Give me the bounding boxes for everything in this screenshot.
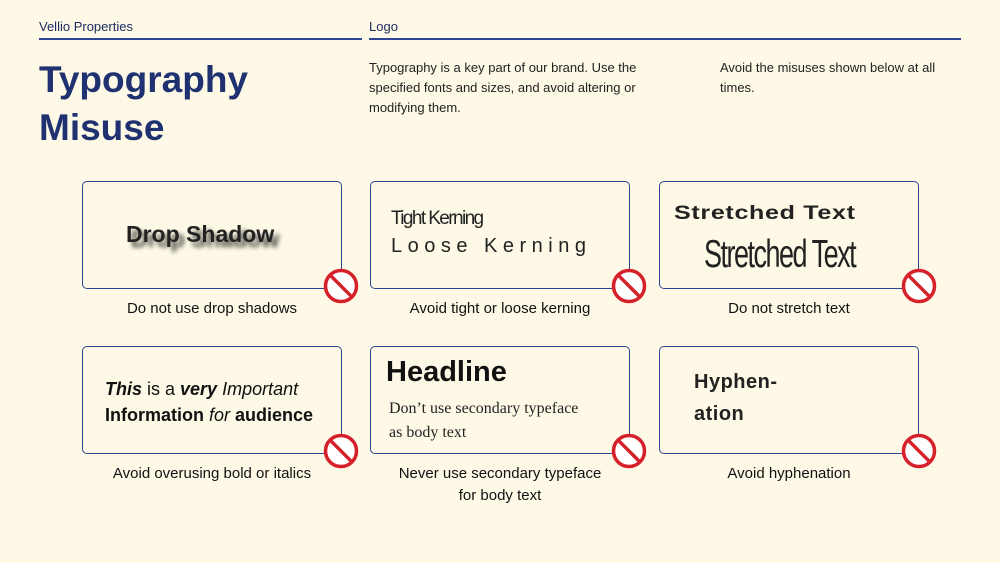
- section-label: Logo: [369, 19, 398, 34]
- word-information: Information: [105, 405, 204, 425]
- prohibited-icon: [901, 268, 937, 304]
- loose-kerning-sample: Loose Kerning: [391, 235, 592, 257]
- word-is-a: is a: [142, 379, 181, 399]
- headline-sample: Headline: [386, 356, 507, 388]
- caption-drop-shadow: Do not use drop shadows: [126, 300, 298, 317]
- section-rule: [369, 38, 961, 40]
- serif-body-line2: as body text: [389, 424, 467, 441]
- drop-shadow-sample: Drop Shadow: [126, 221, 275, 247]
- caption-stretch: Do not stretch text: [728, 300, 850, 317]
- word-this: This: [105, 379, 143, 399]
- intro-right-line1: Avoid the misuses shown below at all: [720, 60, 936, 75]
- caption-kerning: Avoid tight or loose kerning: [409, 300, 591, 317]
- prohibited-icon: [611, 433, 647, 469]
- page-title-line1: Typography: [39, 59, 248, 100]
- card-secondary-typeface: Headline Don’t use secondary typeface as…: [370, 346, 630, 454]
- intro-left-line3: modifying them.: [369, 100, 461, 115]
- prohibited-icon: [323, 268, 359, 304]
- caption-bold-italic: Avoid overusing bold or italics: [112, 465, 312, 482]
- card-hyphenation: Hyphen- ation: [659, 346, 919, 454]
- hyphenation-line1: Hyphen-: [694, 371, 778, 393]
- caption-secondary-typeface: Never use secondary typeface for body te…: [370, 463, 630, 507]
- word-for: for: [204, 405, 236, 425]
- intro-left-line2: specified fonts and sizes, and avoid alt…: [369, 80, 636, 95]
- word-audience: audience: [235, 405, 314, 425]
- intro-left-line1: Typography is a key part of our brand. U…: [369, 60, 637, 75]
- brand-rule: [39, 38, 362, 40]
- prohibited-icon: [323, 433, 359, 469]
- card-stretch: Stretched Text Stretched Text: [659, 181, 919, 289]
- caption-secondary-line2: for body text: [458, 487, 542, 504]
- serif-body-line1: Don’t use secondary typeface: [389, 400, 579, 417]
- bold-italic-line1: This is a very Important: [105, 379, 298, 400]
- caption-hyphenation: Avoid hyphenation: [727, 465, 851, 482]
- tall-stretched-sample: Stretched Text: [704, 232, 857, 276]
- caption-secondary-line1: Never use secondary typeface: [398, 465, 602, 482]
- intro-right-line2: times.: [720, 80, 755, 95]
- brand-label: Vellio Properties: [39, 19, 133, 34]
- intro-left: Typography is a key part of our brand. U…: [369, 58, 689, 118]
- prohibited-icon: [901, 433, 937, 469]
- bold-italic-line2: Information for audience: [105, 405, 313, 426]
- page-title: Typography Misuse: [39, 56, 248, 152]
- card-kerning: Tight Kerning Loose Kerning: [370, 181, 630, 289]
- word-important: Important: [217, 379, 299, 399]
- tight-kerning-sample: Tight Kerning: [391, 208, 484, 229]
- hyphenation-line2: ation: [694, 403, 745, 425]
- wide-stretched-sample: Stretched Text: [674, 203, 856, 224]
- card-bold-italic: This is a very Important Information for…: [82, 346, 342, 454]
- word-very: very: [180, 379, 218, 399]
- intro-right: Avoid the misuses shown below at all tim…: [720, 58, 980, 98]
- card-drop-shadow: Drop Shadow: [82, 181, 342, 289]
- prohibited-icon: [611, 268, 647, 304]
- page-title-line2: Misuse: [39, 107, 165, 148]
